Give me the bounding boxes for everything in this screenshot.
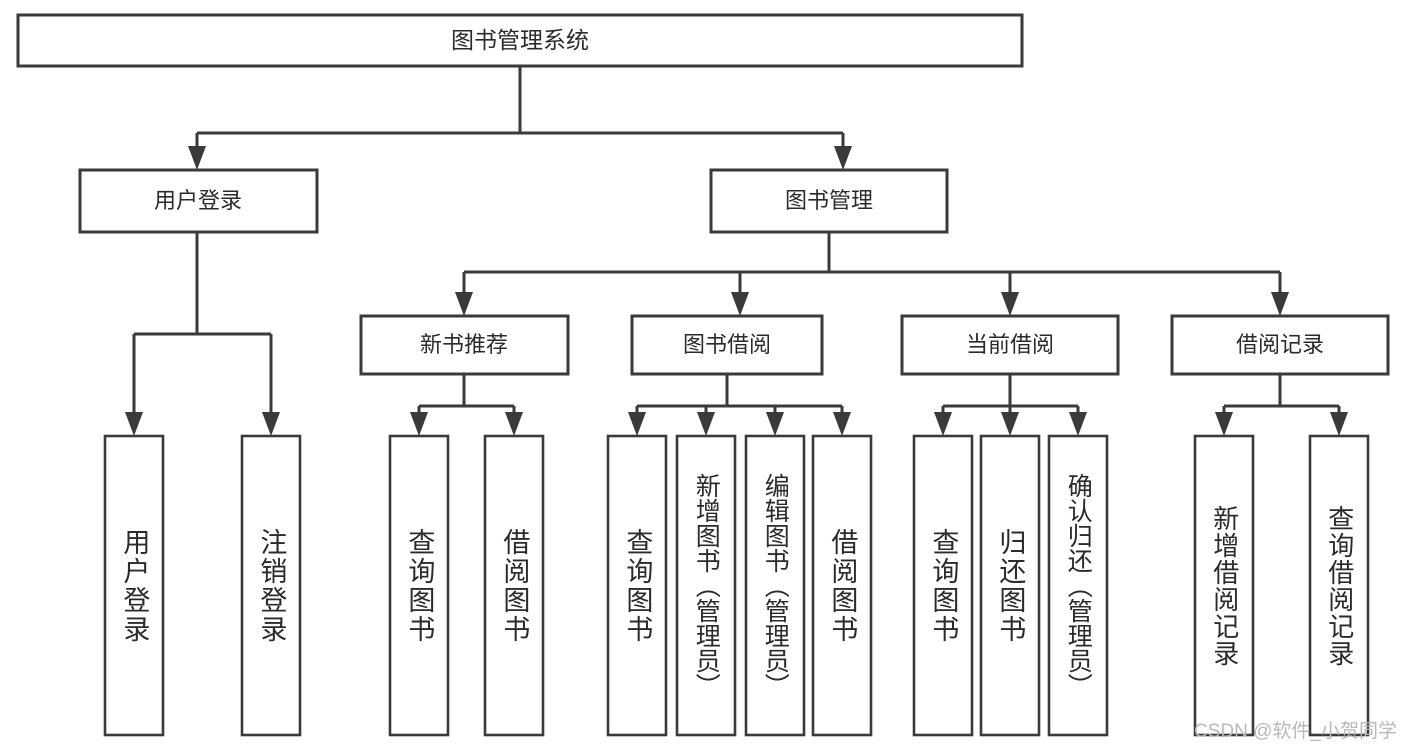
connector-borrow-record-to-leaves bbox=[1215, 374, 1348, 436]
connector-new-book-to-leaves bbox=[410, 374, 523, 436]
leaf-box-book-borrow-2[interactable] bbox=[744, 434, 806, 737]
leaf-box-new-book-0[interactable] bbox=[388, 434, 450, 737]
leaf-box-borrow-record-0[interactable] bbox=[1193, 434, 1255, 737]
connector-user-login-to-leaves bbox=[125, 232, 280, 436]
node-borrow-record-label: 借阅记录 bbox=[1236, 332, 1324, 357]
leaf-box-current-borrow-0[interactable] bbox=[912, 434, 974, 737]
node-new-book-recommend-label: 新书推荐 bbox=[420, 332, 508, 357]
node-borrow-record[interactable]: 借阅记录 bbox=[1170, 314, 1390, 376]
leaf-box-current-borrow-2[interactable] bbox=[1047, 434, 1109, 737]
node-book-manage-label: 图书管理 bbox=[785, 188, 873, 213]
leaf-box-current-borrow-1[interactable] bbox=[979, 434, 1041, 737]
csdn-watermark: CSDN @软件_小贺同学 bbox=[1194, 721, 1397, 742]
node-user-login-label: 用户登录 bbox=[154, 188, 242, 213]
node-root-label: 图书管理系统 bbox=[451, 27, 589, 53]
leaf-box-book-borrow-1[interactable] bbox=[675, 434, 737, 737]
leaf-box-book-borrow-0[interactable] bbox=[606, 434, 668, 737]
connector-book-manage-to-level3 bbox=[455, 232, 1289, 316]
node-book-borrow-label: 图书借阅 bbox=[683, 332, 771, 357]
leaf-box-borrow-record-1[interactable] bbox=[1308, 434, 1370, 737]
node-current-borrow-label: 当前借阅 bbox=[966, 332, 1054, 357]
node-root[interactable]: 图书管理系统 bbox=[16, 13, 1024, 68]
connector-root-to-level2 bbox=[188, 66, 852, 170]
leaf-box-user-login-0[interactable] bbox=[103, 434, 165, 737]
node-new-book-recommend[interactable]: 新书推荐 bbox=[359, 314, 570, 376]
node-book-manage[interactable]: 图书管理 bbox=[709, 168, 949, 234]
leaf-box-new-book-1[interactable] bbox=[483, 434, 545, 737]
connector-current-borrow-to-leaves bbox=[934, 374, 1087, 436]
leaf-box-user-login-1[interactable] bbox=[240, 434, 302, 737]
node-user-login[interactable]: 用户登录 bbox=[78, 168, 319, 234]
node-book-borrow[interactable]: 图书借阅 bbox=[630, 314, 824, 376]
connector-book-borrow-to-leaves bbox=[628, 374, 851, 436]
node-current-borrow[interactable]: 当前借阅 bbox=[900, 314, 1120, 376]
leaf-box-book-borrow-3[interactable] bbox=[811, 434, 873, 737]
